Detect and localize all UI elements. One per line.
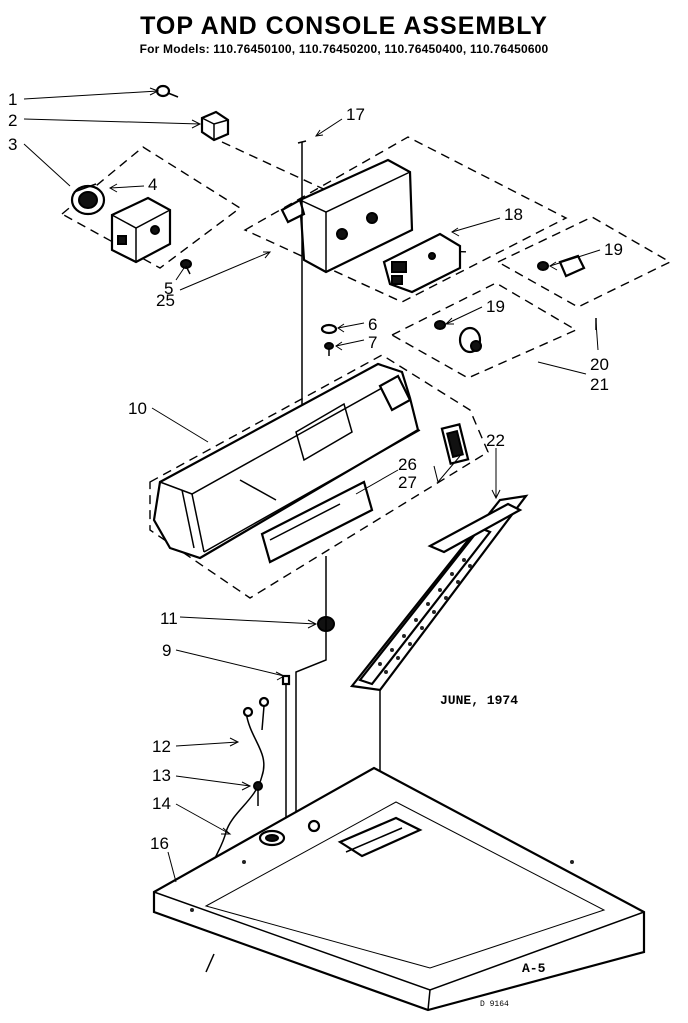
page-title: TOP AND CONSOLE ASSEMBLY	[140, 12, 548, 40]
timer-part	[110, 196, 172, 264]
top-part	[152, 766, 646, 1012]
clip-part	[200, 110, 230, 142]
console-indicator-part	[440, 423, 470, 465]
console-part	[152, 362, 421, 560]
callout-17: 17	[346, 105, 365, 124]
leader-lines	[23, 87, 601, 883]
callout-6: 6	[368, 315, 377, 334]
callout-10: 10	[128, 399, 147, 418]
clip-6-part	[320, 323, 338, 335]
screw-9-part	[281, 674, 291, 820]
callout-9: 9	[162, 641, 171, 660]
callout-7: 7	[368, 333, 377, 352]
model-list: For Models: 110.76450100, 110.76450200, …	[139, 42, 549, 56]
connector-dash-1	[221, 141, 331, 193]
switch-knob-lower-part	[434, 320, 482, 354]
callout-4: 4	[148, 175, 157, 194]
callout-5: 5	[164, 279, 173, 298]
callout-13: 13	[152, 766, 171, 785]
drawing-code: D 9164	[480, 1000, 509, 1009]
callout-12: 12	[152, 737, 171, 756]
control-panel-part	[280, 158, 414, 274]
callout-1: 1	[8, 90, 17, 109]
screw-13-part	[253, 781, 263, 806]
wire-part	[295, 556, 327, 828]
switch-group-outline-upper	[496, 216, 672, 308]
callout-3: 3	[8, 135, 17, 154]
page-number: A-5	[522, 961, 546, 976]
callout-19-lower: 19	[486, 297, 505, 316]
callout-25: 25	[156, 291, 175, 310]
callout-19-upper: 19	[604, 240, 623, 259]
console-group-outline	[149, 354, 489, 599]
callout-27: 27	[398, 473, 417, 492]
callout-20: 20	[590, 355, 609, 374]
date-note: JUNE, 1974	[440, 693, 518, 708]
callout-26: 26	[398, 455, 417, 474]
callout-16: 16	[150, 834, 169, 853]
timer-knob-part	[70, 183, 106, 216]
lint-screen-part	[349, 494, 529, 692]
callout-18: 18	[504, 205, 523, 224]
callout-14: 14	[152, 794, 171, 813]
callout-22: 22	[486, 431, 505, 450]
console-window-part	[260, 480, 374, 564]
screw-7-part	[324, 342, 334, 356]
switch-panel-part	[382, 232, 462, 294]
timer-screw-part	[180, 259, 192, 275]
callout-11: 11	[160, 609, 178, 628]
screw-part	[155, 84, 179, 98]
cord-part	[209, 711, 265, 873]
control-panel-group-outline	[243, 136, 568, 303]
switch-knob-upper-part	[537, 254, 586, 278]
switch-group-outline-lower	[390, 282, 578, 379]
callout-2: 2	[8, 111, 17, 130]
callout-21: 21	[590, 375, 609, 394]
